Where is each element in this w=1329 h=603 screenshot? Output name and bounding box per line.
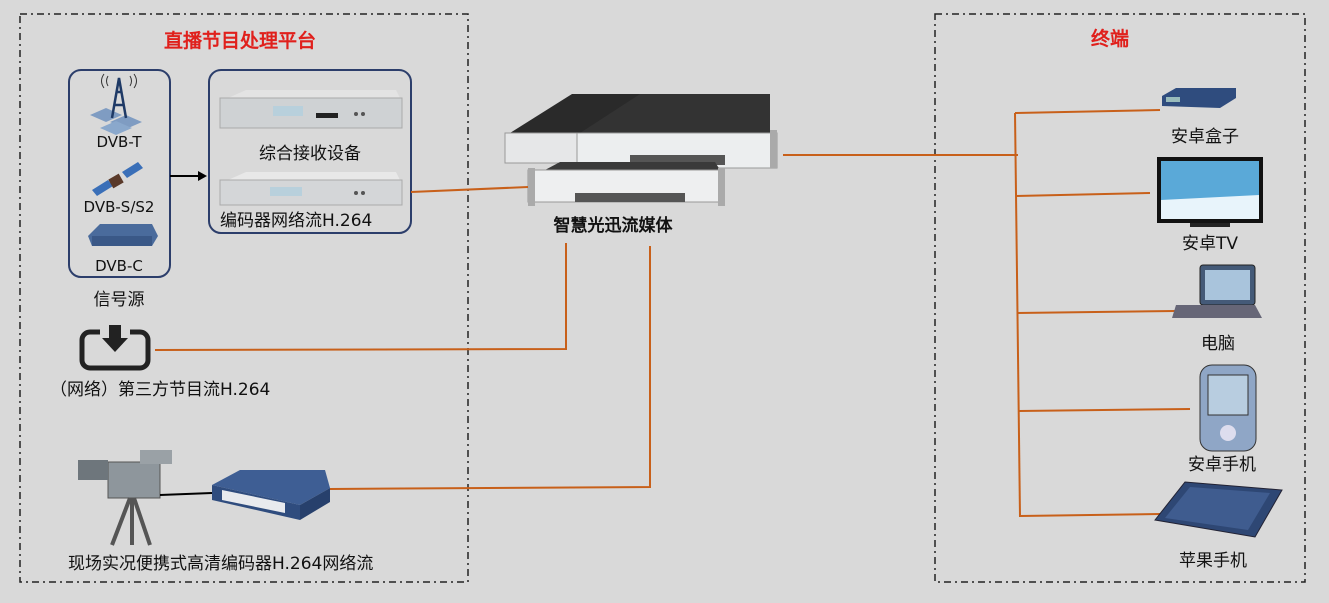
left-panel-title: 直播节目处理平台 xyxy=(163,30,317,52)
third-party-label: （网络）第三方节目流H.264 xyxy=(50,380,271,400)
iphone-icon xyxy=(1154,481,1283,538)
android-phone-icon xyxy=(1199,364,1257,452)
signal-source-box xyxy=(68,69,171,278)
encoder-label: 编码器网络流H.264 xyxy=(220,211,373,231)
connection-lines xyxy=(154,109,1191,518)
right-panel-title: 终端 xyxy=(1090,28,1130,50)
download-stream-icon xyxy=(79,325,151,371)
android-tv-icon xyxy=(1157,157,1263,227)
encoder-to-server-line xyxy=(410,186,529,193)
signal-source-caption: 信号源 xyxy=(93,290,145,310)
terminal-label-iphone: 苹果手机 xyxy=(1179,551,1247,571)
terminal-label-android-box: 安卓盒子 xyxy=(1171,127,1239,147)
portable-encoder-image xyxy=(212,470,330,520)
source-label-dvb-c: DVB-C xyxy=(95,257,143,275)
terminal-bus-line xyxy=(1014,112,1021,518)
right-panel-frame xyxy=(934,13,1306,583)
source-label-dvb-t: DVB-T xyxy=(96,133,142,151)
tower-icon xyxy=(90,73,142,135)
receiver-device-image xyxy=(219,90,403,129)
arrow-icon xyxy=(198,171,207,181)
third-party-line xyxy=(154,243,567,351)
server-label: 智慧光迅流媒体 xyxy=(553,216,673,236)
server-cluster-image xyxy=(504,94,778,206)
left-panel-frame xyxy=(19,13,469,583)
video-camera-icon xyxy=(78,450,172,546)
terminal-label-pc: 电脑 xyxy=(1201,334,1235,354)
terminal-label-android-phone: 安卓手机 xyxy=(1188,455,1256,475)
live-encoder-label: 现场实况便携式高清编码器H.264网络流 xyxy=(68,554,374,574)
satellite-icon xyxy=(92,162,143,196)
live-encoder-line xyxy=(329,246,651,490)
laptop-icon xyxy=(1172,264,1262,318)
android-box-icon xyxy=(1162,88,1236,108)
terminal-label-android-tv: 安卓TV xyxy=(1181,234,1239,254)
receiver-label: 综合接收设备 xyxy=(259,144,361,164)
source-label-dvb-s: DVB-S/S2 xyxy=(83,198,155,216)
device-box xyxy=(208,69,412,234)
encoder-device-image xyxy=(219,172,403,206)
set-top-box-icon xyxy=(88,224,158,246)
